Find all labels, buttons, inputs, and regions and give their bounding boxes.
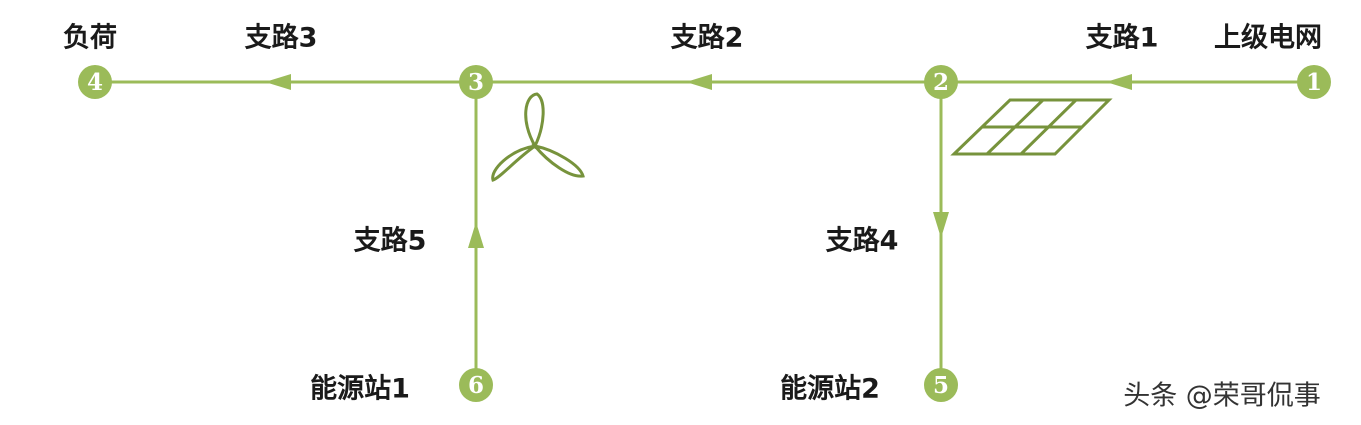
wind-turbine-icon bbox=[491, 92, 585, 182]
label-branch-3: 支路3 bbox=[244, 22, 318, 54]
node-circle bbox=[459, 368, 493, 402]
node-number: 5 bbox=[933, 372, 949, 399]
node-5: 5 bbox=[924, 368, 958, 402]
label-branch-4: 支路4 bbox=[825, 225, 899, 257]
label-station-2: 能源站2 bbox=[780, 373, 880, 405]
node-circle bbox=[924, 65, 958, 99]
node-circle bbox=[78, 65, 112, 99]
node-number: 4 bbox=[87, 69, 103, 96]
label-branch-1: 支路1 bbox=[1085, 22, 1159, 54]
label-branch-5: 支路5 bbox=[353, 225, 427, 257]
node-2: 2 bbox=[924, 65, 958, 99]
label-load: 负荷 bbox=[63, 22, 117, 54]
branch-4-arrow bbox=[933, 212, 949, 238]
label-station-1: 能源站1 bbox=[310, 373, 410, 405]
solar-panel-icon bbox=[950, 98, 1113, 156]
node-number: 3 bbox=[468, 69, 484, 96]
branch-5-arrow bbox=[468, 222, 484, 248]
node-6: 6 bbox=[459, 368, 493, 402]
label-branch-2: 支路2 bbox=[670, 22, 744, 54]
node-number: 6 bbox=[468, 372, 484, 399]
label-upper-grid: 上级电网 bbox=[1214, 22, 1322, 54]
node-circle bbox=[459, 65, 493, 99]
branch-2-arrow bbox=[686, 74, 712, 90]
node-1: 1 bbox=[1297, 65, 1331, 99]
branch-1-arrow bbox=[1106, 74, 1132, 90]
node-3: 3 bbox=[459, 65, 493, 99]
node-number: 2 bbox=[933, 69, 949, 96]
watermark: 头条 @荣哥侃事 bbox=[1123, 380, 1321, 412]
node-4: 4 bbox=[78, 65, 112, 99]
node-circle bbox=[1297, 65, 1331, 99]
node-number: 1 bbox=[1306, 69, 1322, 96]
branch-3-arrow bbox=[265, 74, 291, 90]
node-circle bbox=[924, 368, 958, 402]
